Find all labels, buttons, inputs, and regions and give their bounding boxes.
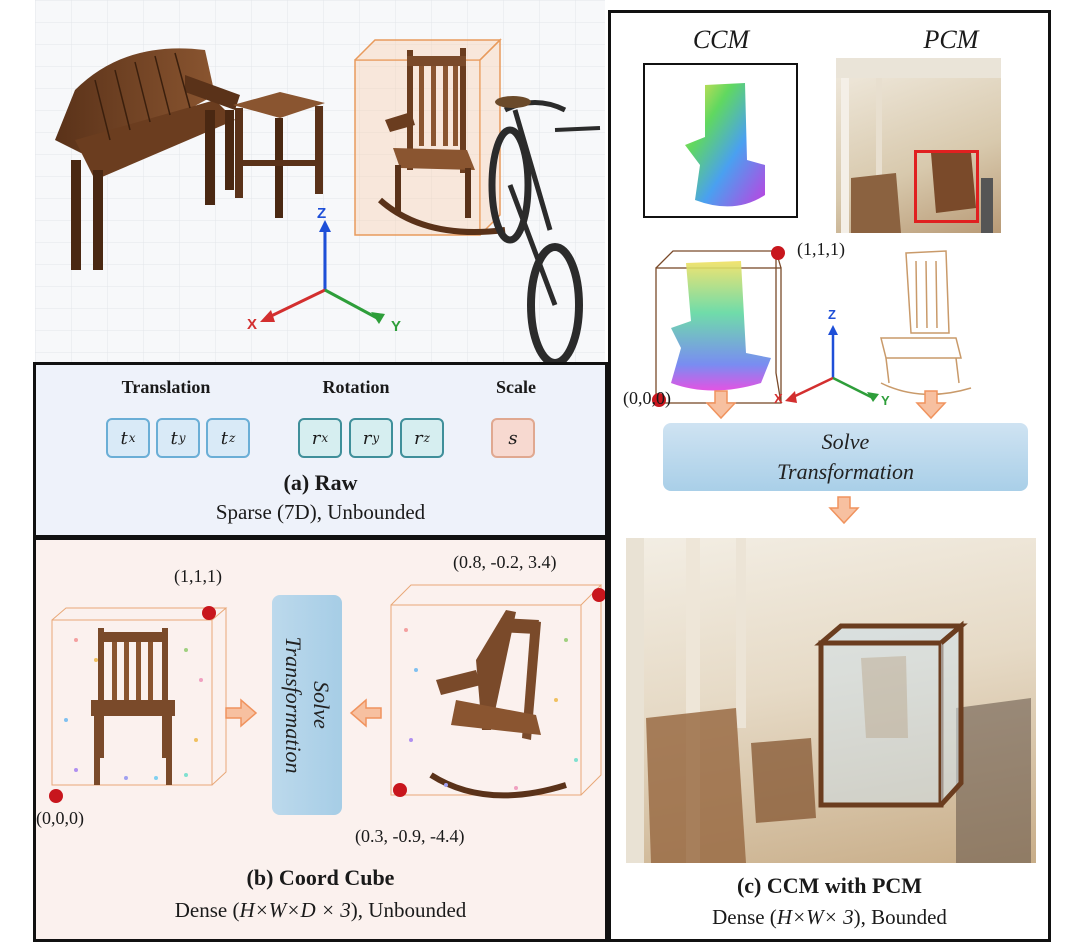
right-top-corner-dot — [592, 588, 605, 602]
ccm-caption-title: (c) CCM with PCM — [736, 873, 923, 898]
left-chair — [91, 628, 175, 785]
scene-axes-gizmo — [260, 220, 385, 324]
left-unit-cube — [51, 607, 228, 786]
bicycle-object — [488, 96, 601, 362]
rocking-chair-object — [378, 48, 506, 235]
coord-cube-caption-title: (b) Coord Cube — [246, 865, 395, 890]
scene-illustration — [35, 0, 605, 362]
ccm-thumbnail — [643, 63, 798, 218]
scene-y-label: Y — [391, 318, 402, 335]
ccm-bottom-coord: (0,0,0) — [623, 388, 671, 408]
ccm-z-label: Z — [828, 307, 836, 322]
result-bounding-box — [814, 620, 968, 808]
solve-down-arrow — [828, 496, 860, 525]
ccm-solve-line1: Solve — [821, 429, 870, 454]
arrow-right-solve — [349, 698, 382, 728]
chair-bounding-box — [354, 38, 502, 236]
bench-object — [55, 48, 240, 270]
ccm-y-label: Y — [881, 393, 890, 408]
left-bottom-corner-dot — [49, 789, 63, 803]
raw-caption-title: (a) Raw — [283, 470, 358, 495]
rotation-header: Rotation — [322, 377, 390, 397]
coord-cube-solve-line2: Transformation — [281, 636, 306, 774]
param-s: s — [491, 418, 535, 458]
left-top-corner-dot — [202, 606, 216, 620]
right-top-coord: (0.8, -0.2, 3.4) — [453, 552, 557, 572]
pcm-highlight-box — [914, 150, 979, 223]
ccm-solve-box: Solve Transformation — [663, 423, 1028, 491]
pcm-photo — [836, 58, 1001, 233]
pcm-sketch-chair — [880, 250, 972, 396]
ccm-solve-line2: Transformation — [777, 459, 914, 484]
left-top-coord: (1,1,1) — [174, 566, 222, 586]
coord-cube-solve-box: Solve Transformation — [272, 595, 342, 815]
pcm-down-arrow-right — [915, 390, 947, 420]
scene-z-label: Z — [317, 205, 327, 222]
ccm-top-corner-dot — [771, 246, 785, 260]
ccm-bottom-corner-dot — [652, 393, 666, 407]
left-bottom-coord: (0,0,0) — [36, 808, 84, 828]
right-bottom-coord: (0.3, -0.9, -4.4) — [355, 826, 465, 846]
ccm-caption-subtitle: Dense (H×W× 3), Bounded — [712, 905, 947, 929]
translation-header: Translation — [121, 377, 211, 397]
ccm-cube-illustration — [652, 246, 972, 420]
arrow-left-solve — [225, 698, 258, 728]
coord-cube-solve-line1: Solve — [309, 681, 334, 729]
coord-cube-panel: (1,1,1) (0,0,0) (0.8, -0.2, 3.4) (0.3, -… — [33, 537, 608, 942]
scene-x-label: X — [247, 316, 258, 333]
ccm-x-label: X — [774, 391, 783, 406]
coord-cube-caption-subtitle: Dense (H×W×D × 3), Unbounded — [174, 898, 467, 922]
ccm-axes-gizmo — [785, 325, 879, 403]
ccm-top-coord: (1,1,1) — [797, 239, 845, 259]
pcm-result-image — [626, 538, 1036, 863]
pcm-label: PCM — [923, 25, 979, 54]
scene-render: Z X Y — [35, 0, 605, 362]
ccm-down-arrow-left — [705, 390, 737, 420]
scale-header: Scale — [496, 377, 536, 397]
raw-caption-subtitle: Sparse (7D), Unbounded — [215, 500, 426, 524]
right-cube-dots — [404, 628, 578, 790]
ccm-panel: CCM PCM — [608, 10, 1051, 942]
coord-cube-illustration — [49, 584, 605, 803]
right-bottom-corner-dot — [393, 783, 407, 797]
ccm-label: CCM — [692, 25, 750, 54]
stool-object — [233, 92, 325, 218]
left-cube-dots — [64, 638, 203, 780]
right-chair — [429, 610, 567, 799]
